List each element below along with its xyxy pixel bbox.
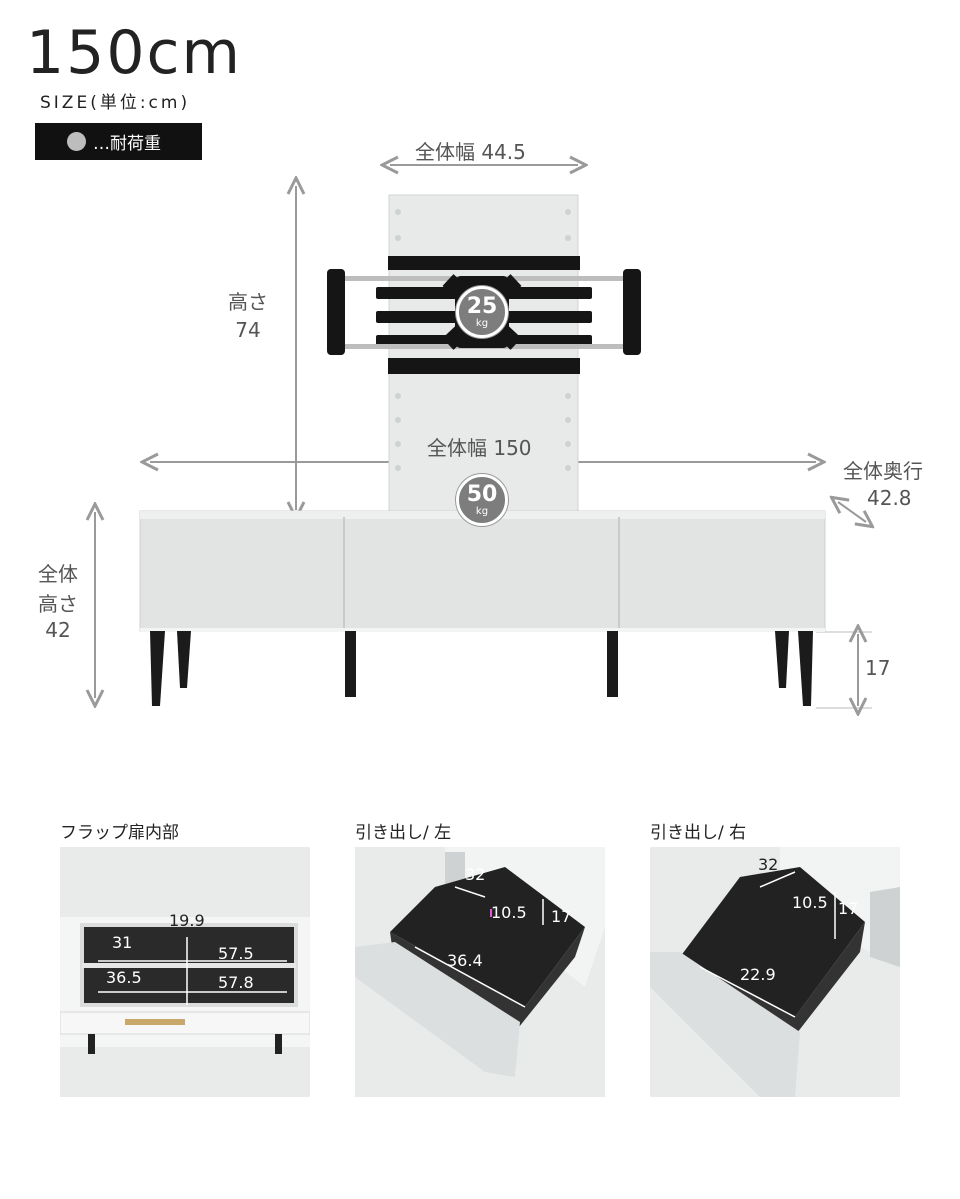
flap-interior-photo: 19.9 31 57.5 36.5 57.8 (60, 847, 310, 1097)
drawer-right-caption: 引き出し/ 右 (650, 823, 747, 843)
flap-dim-lower-depth: 36.5 (106, 968, 142, 987)
top-load-value: 50 (466, 482, 498, 507)
load-legend-text: …耐荷重 (93, 134, 161, 154)
flap-dim-height: 19.9 (169, 911, 205, 930)
body-height-value: 42 (45, 618, 71, 642)
drawer-left-dim-depth: 32 (465, 865, 486, 884)
drawer-left-photo: 32 10.5 17 36.4 (355, 847, 605, 1097)
height-value: 74 (235, 318, 261, 342)
body-height-label-line2: 高さ (38, 592, 78, 616)
drawer-right-dim-depth: 32 (758, 855, 779, 874)
drawer-left-caption: 引き出し/ 左 (355, 823, 452, 843)
height-label: 高さ (228, 290, 268, 314)
body-height-label-line1: 全体 (38, 562, 78, 586)
leg-height-label: 17 (865, 656, 891, 680)
drawer-left-dim-width: 36.4 (447, 951, 483, 970)
cabinet-legs (150, 631, 813, 706)
drawer-right-dim-outer-height: 17 (838, 899, 859, 918)
top-load-unit: kg (475, 506, 489, 517)
flap-dim-lower-width: 57.8 (218, 973, 254, 992)
page-title: 150cm (26, 18, 242, 88)
drawer-left-dim-inner-height: 10.5 (491, 903, 527, 922)
load-dot-icon (67, 132, 86, 151)
flap-dim-upper-width: 57.5 (218, 944, 254, 963)
bracket-load-unit: kg (475, 318, 489, 329)
tv-stand-illustration (0, 0, 960, 760)
flap-dim-upper-depth: 31 (112, 933, 133, 952)
depth-arrow (838, 502, 866, 522)
drawer-left-dim-outer-height: 17 (551, 907, 572, 926)
size-subtitle: SIZE(単位:cm) (40, 93, 191, 113)
drawer-right-photo: 32 10.5 17 22.9 (650, 847, 900, 1097)
drawer-right-dim-inner-height: 10.5 (792, 893, 828, 912)
cabinet-body (139, 510, 826, 632)
bracket-load-value: 25 (466, 294, 498, 319)
load-legend: …耐荷重 (35, 123, 202, 160)
bracket-load-badge: 25 kg (456, 286, 508, 338)
panel-width-label: 全体幅 44.5 (415, 140, 526, 164)
top-load-badge: 50 kg (456, 474, 508, 526)
drawer-right-dim-width: 22.9 (740, 965, 776, 984)
depth-label: 全体奥行 (843, 459, 923, 483)
total-width-label: 全体幅 150 (427, 436, 532, 460)
back-panel (388, 194, 579, 516)
depth-value: 42.8 (867, 486, 912, 510)
flap-caption: フラップ扉内部 (60, 823, 179, 843)
